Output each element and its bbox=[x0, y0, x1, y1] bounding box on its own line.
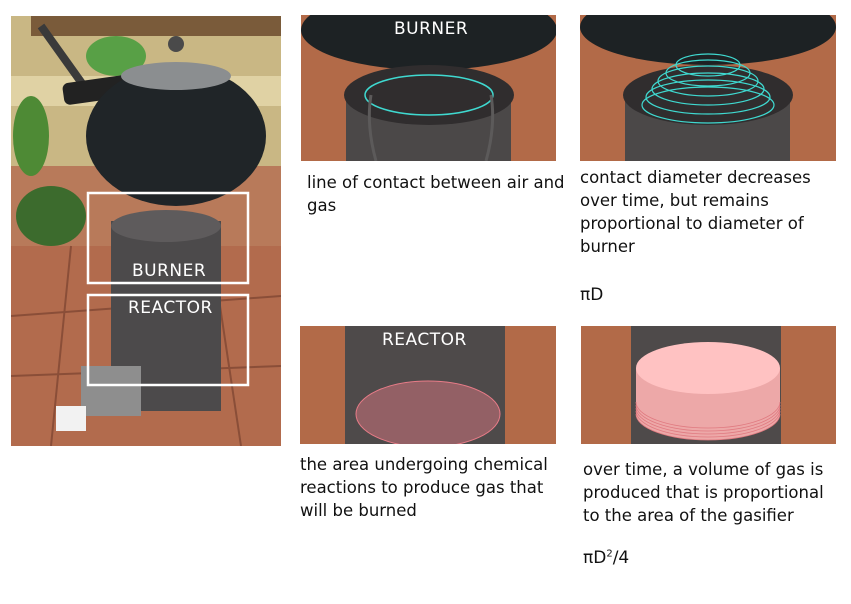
reactor-area-caption: the area undergoing chemical reactions t… bbox=[300, 455, 548, 520]
burner-contact-caption: line of contact between air and gas bbox=[307, 173, 565, 215]
main-reactor-label: REACTOR bbox=[128, 298, 213, 318]
reactor-area-photo: REACTOR bbox=[300, 326, 556, 444]
reaction-area-ellipse bbox=[355, 380, 501, 444]
area-formula-divisor: /4 bbox=[612, 548, 630, 568]
contact-decrease-rings bbox=[641, 53, 775, 124]
area-formula: πD2/4 bbox=[583, 548, 629, 568]
main-burner-label: BURNER bbox=[132, 261, 207, 281]
reactor-label: REACTOR bbox=[382, 330, 467, 350]
reactor-volume-photo bbox=[581, 326, 836, 444]
burner-contact-photo: BURNER bbox=[301, 15, 556, 161]
burner-label: BURNER bbox=[394, 19, 469, 39]
area-formula-base: πD bbox=[583, 548, 607, 568]
area-formula-exponent: 2 bbox=[606, 548, 613, 560]
reactor-volume-caption: over time, a volume of gas is produced t… bbox=[583, 460, 824, 525]
main-gasifier-photo: BURNER REACTOR bbox=[11, 16, 281, 446]
burner-decrease-caption: contact diameter decreases over time, bu… bbox=[580, 168, 811, 256]
burner-contact-decrease-photo bbox=[580, 15, 836, 161]
perimeter-formula: πD bbox=[580, 285, 604, 305]
contact-line-ring bbox=[364, 74, 494, 116]
gas-volume-cylinder bbox=[635, 342, 781, 441]
